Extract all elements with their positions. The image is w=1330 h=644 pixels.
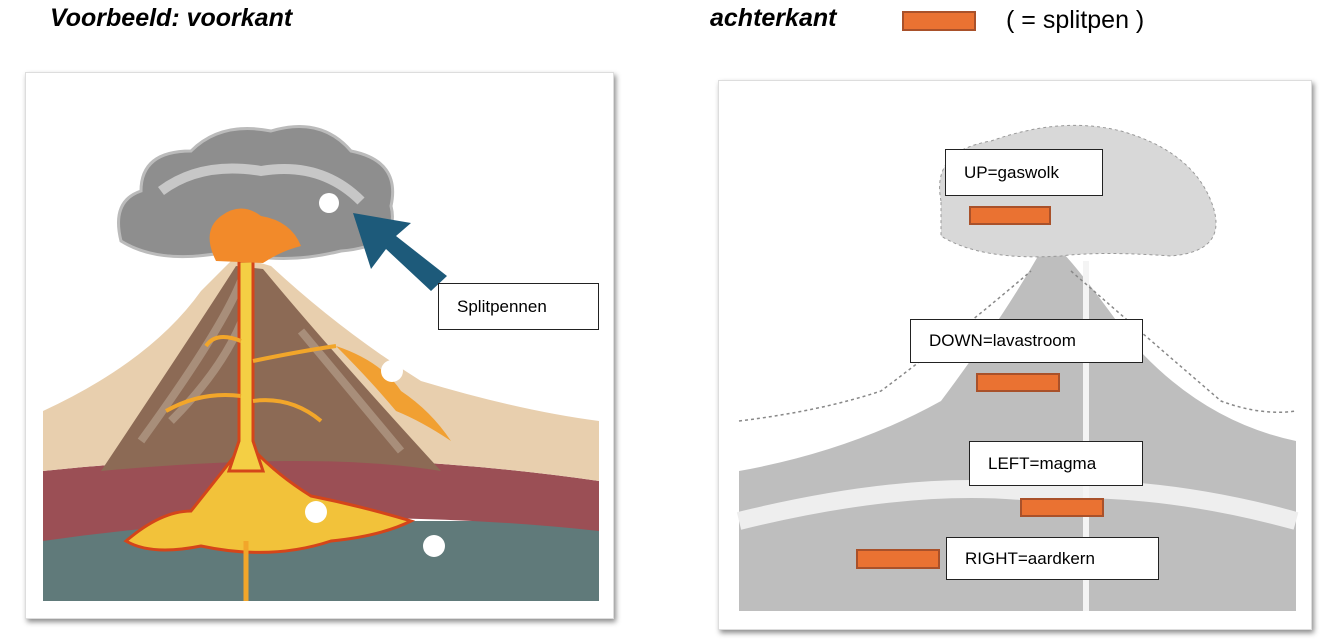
back-title: achterkant: [710, 4, 837, 32]
front-title: Voorbeeld: voorkant: [50, 4, 293, 32]
label-right-text: RIGHT=aardkern: [965, 548, 1095, 568]
volcano-illustration: [43, 101, 599, 601]
pin-hole-4: [423, 535, 445, 557]
label-left: LEFT=magma: [969, 441, 1143, 486]
splitpen-legend-text: ( = splitpen ): [1006, 6, 1145, 34]
splitpen-right: [856, 549, 940, 569]
pin-hole-3: [305, 501, 327, 523]
front-volcano-image: Splitpennen: [25, 72, 614, 619]
callout-label: Splitpennen: [457, 296, 547, 316]
label-left-text: LEFT=magma: [988, 453, 1097, 473]
callout-arrow-icon: [353, 213, 447, 291]
pin-hole-1: [319, 193, 339, 213]
label-up-text: UP=gaswolk: [964, 162, 1059, 182]
label-down-text: DOWN=lavastroom: [929, 331, 1076, 350]
label-up: UP=gaswolk: [945, 149, 1103, 196]
label-right: RIGHT=aardkern: [946, 537, 1159, 580]
back-volcano-image: UP=gaswolk DOWN=lavastroom LEFT=magma RI…: [718, 80, 1312, 630]
splitpen-legend-swatch: [902, 11, 976, 31]
splitpen-down: [976, 373, 1060, 392]
splitpen-up: [969, 206, 1051, 225]
splitpennen-callout: Splitpennen: [438, 283, 599, 330]
splitpen-left: [1020, 498, 1104, 517]
pin-hole-2: [381, 360, 403, 382]
label-down: DOWN=lavastroom: [910, 319, 1143, 363]
